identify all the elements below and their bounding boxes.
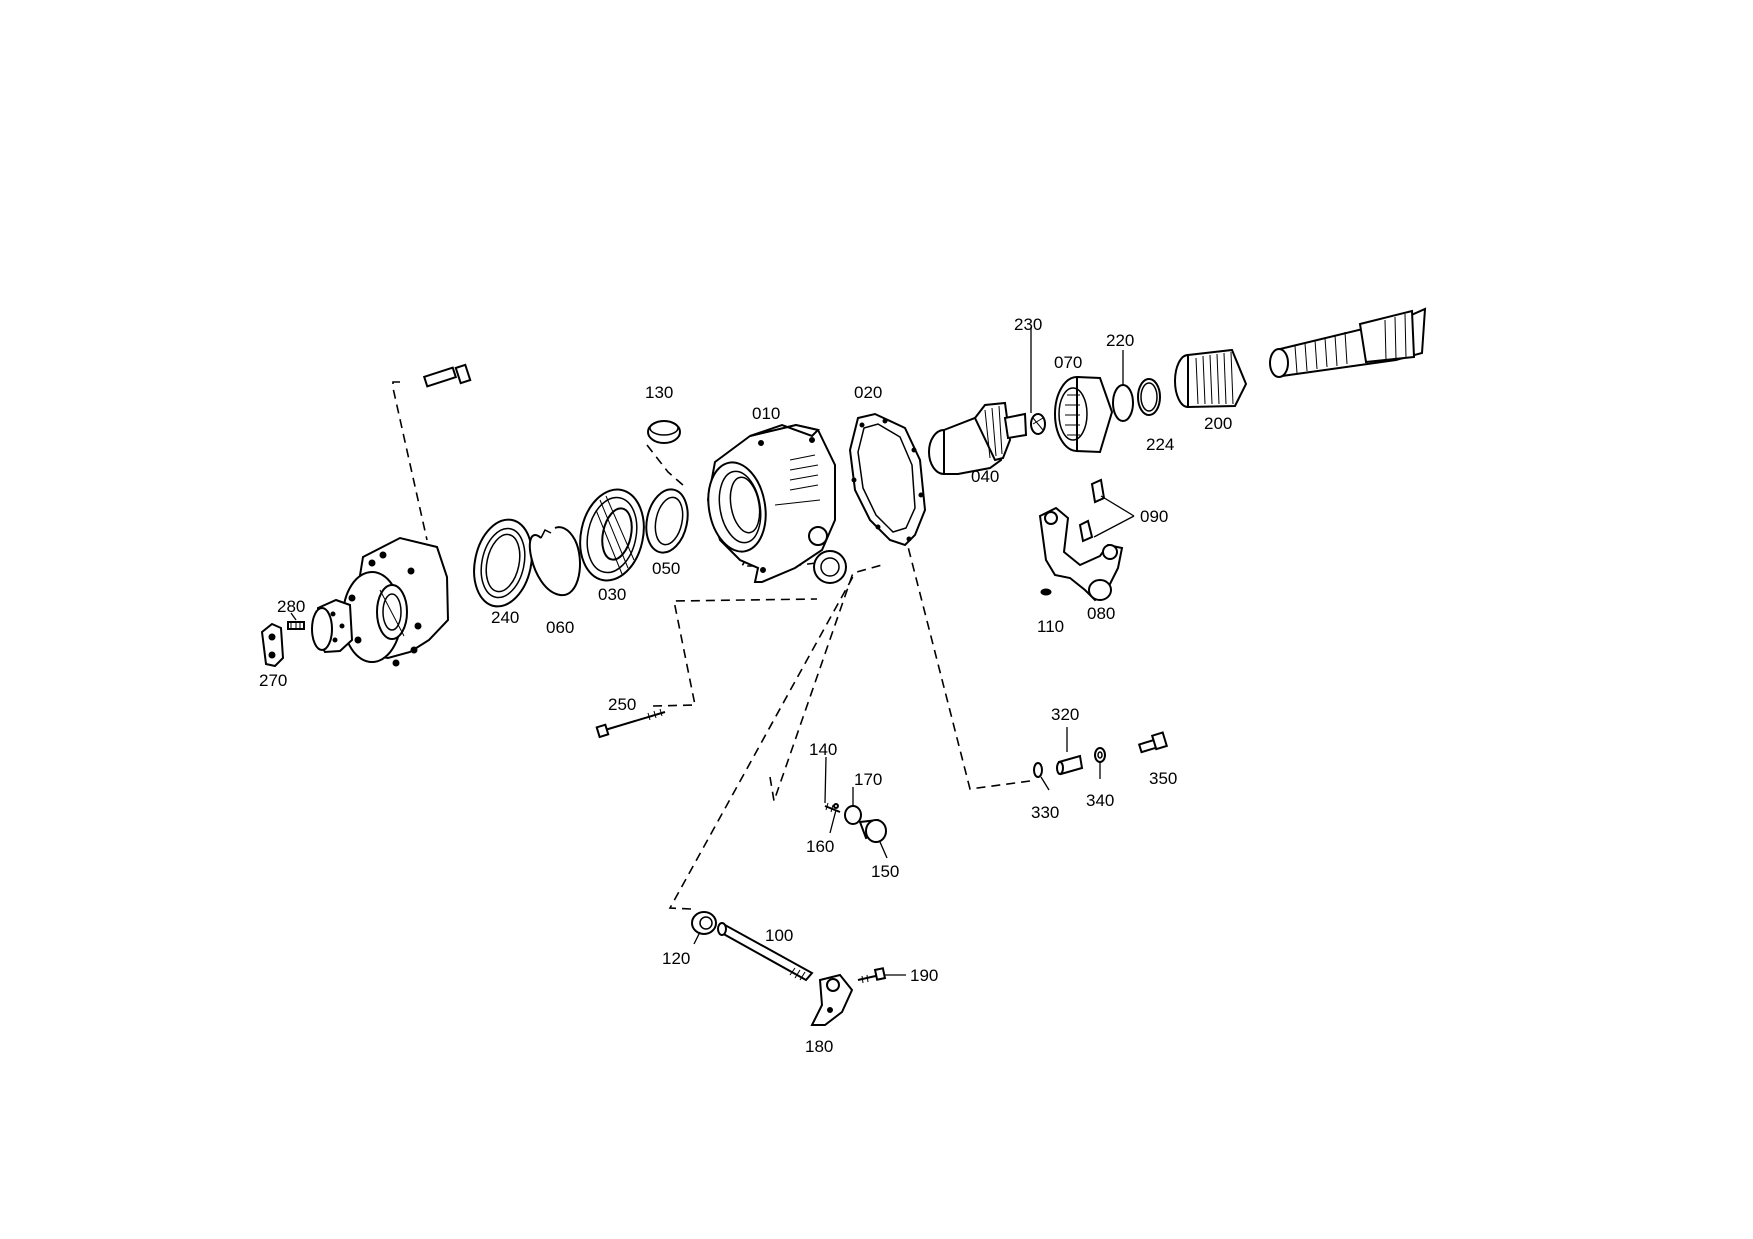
callout-040: 040 (971, 467, 999, 486)
output-flange (342, 536, 450, 667)
callout-350: 350 (1149, 769, 1177, 788)
callout-240: 240 (491, 608, 519, 627)
callout-250: 250 (608, 695, 636, 714)
shift-shaft-100 (717, 922, 814, 982)
callout-270: 270 (259, 671, 287, 690)
splined-shaft (1269, 307, 1427, 378)
housing-010 (706, 423, 847, 584)
callout-020: 020 (854, 383, 882, 402)
bearing-030 (579, 488, 645, 582)
flange-bolt-top (422, 363, 472, 388)
plug-150 (858, 818, 887, 843)
spring-140 (824, 802, 841, 813)
callout-labels: 010 020 030 040 050 060 070 080 090 100 … (259, 315, 1232, 1056)
callout-130: 130 (645, 383, 673, 402)
callout-190: 190 (910, 966, 938, 985)
sleeve-070 (1054, 375, 1114, 454)
shift-fork-080 (1038, 506, 1124, 602)
callout-110: 110 (1037, 617, 1064, 636)
lever-180 (810, 973, 854, 1026)
gear-200 (1174, 348, 1248, 409)
shaft-040 (928, 401, 1028, 475)
callout-060: 060 (546, 618, 574, 637)
pin-320 (1056, 754, 1084, 776)
callout-140: 140 (809, 740, 837, 759)
seal-240 (473, 518, 533, 608)
callout-220: 220 (1106, 331, 1134, 350)
disc-280-assembly (287, 598, 354, 654)
callout-320: 320 (1051, 705, 1079, 724)
washer-330 (1033, 762, 1043, 778)
callout-100: 100 (765, 926, 793, 945)
callout-120: 120 (662, 949, 690, 968)
gasket-020 (848, 412, 927, 547)
bolt-250 (595, 708, 666, 739)
callout-080: 080 (1087, 604, 1115, 623)
plug-130 (647, 420, 681, 444)
nut-340 (1094, 747, 1106, 763)
callout-224: 224 (1146, 435, 1174, 454)
callout-330: 330 (1031, 803, 1059, 822)
pad-090 (1078, 478, 1106, 543)
spring-230 (1030, 413, 1046, 435)
callout-200: 200 (1204, 414, 1232, 433)
seal-ring-120 (691, 911, 717, 935)
leader-lines (290, 327, 1150, 976)
callout-030: 030 (598, 585, 626, 604)
lock-plate-270 (260, 622, 285, 668)
callout-180: 180 (805, 1037, 833, 1056)
pin-110 (1040, 588, 1052, 596)
callout-230: 230 (1014, 315, 1042, 334)
washer-170 (844, 805, 862, 825)
callout-160: 160 (806, 837, 834, 856)
callout-090: 090 (1140, 507, 1168, 526)
screw-350 (1137, 731, 1169, 754)
callout-150: 150 (871, 862, 899, 881)
screw-190 (857, 967, 887, 984)
callout-070: 070 (1054, 353, 1082, 372)
ball-160 (833, 803, 839, 809)
ring-220 (1112, 384, 1134, 422)
callout-010: 010 (752, 404, 780, 423)
callout-170: 170 (854, 770, 882, 789)
ring-224 (1137, 378, 1161, 416)
callout-280: 280 (277, 597, 305, 616)
circlip-060 (528, 526, 581, 597)
callout-050: 050 (652, 559, 680, 578)
ring-050 (645, 488, 689, 554)
callout-340: 340 (1086, 791, 1114, 810)
